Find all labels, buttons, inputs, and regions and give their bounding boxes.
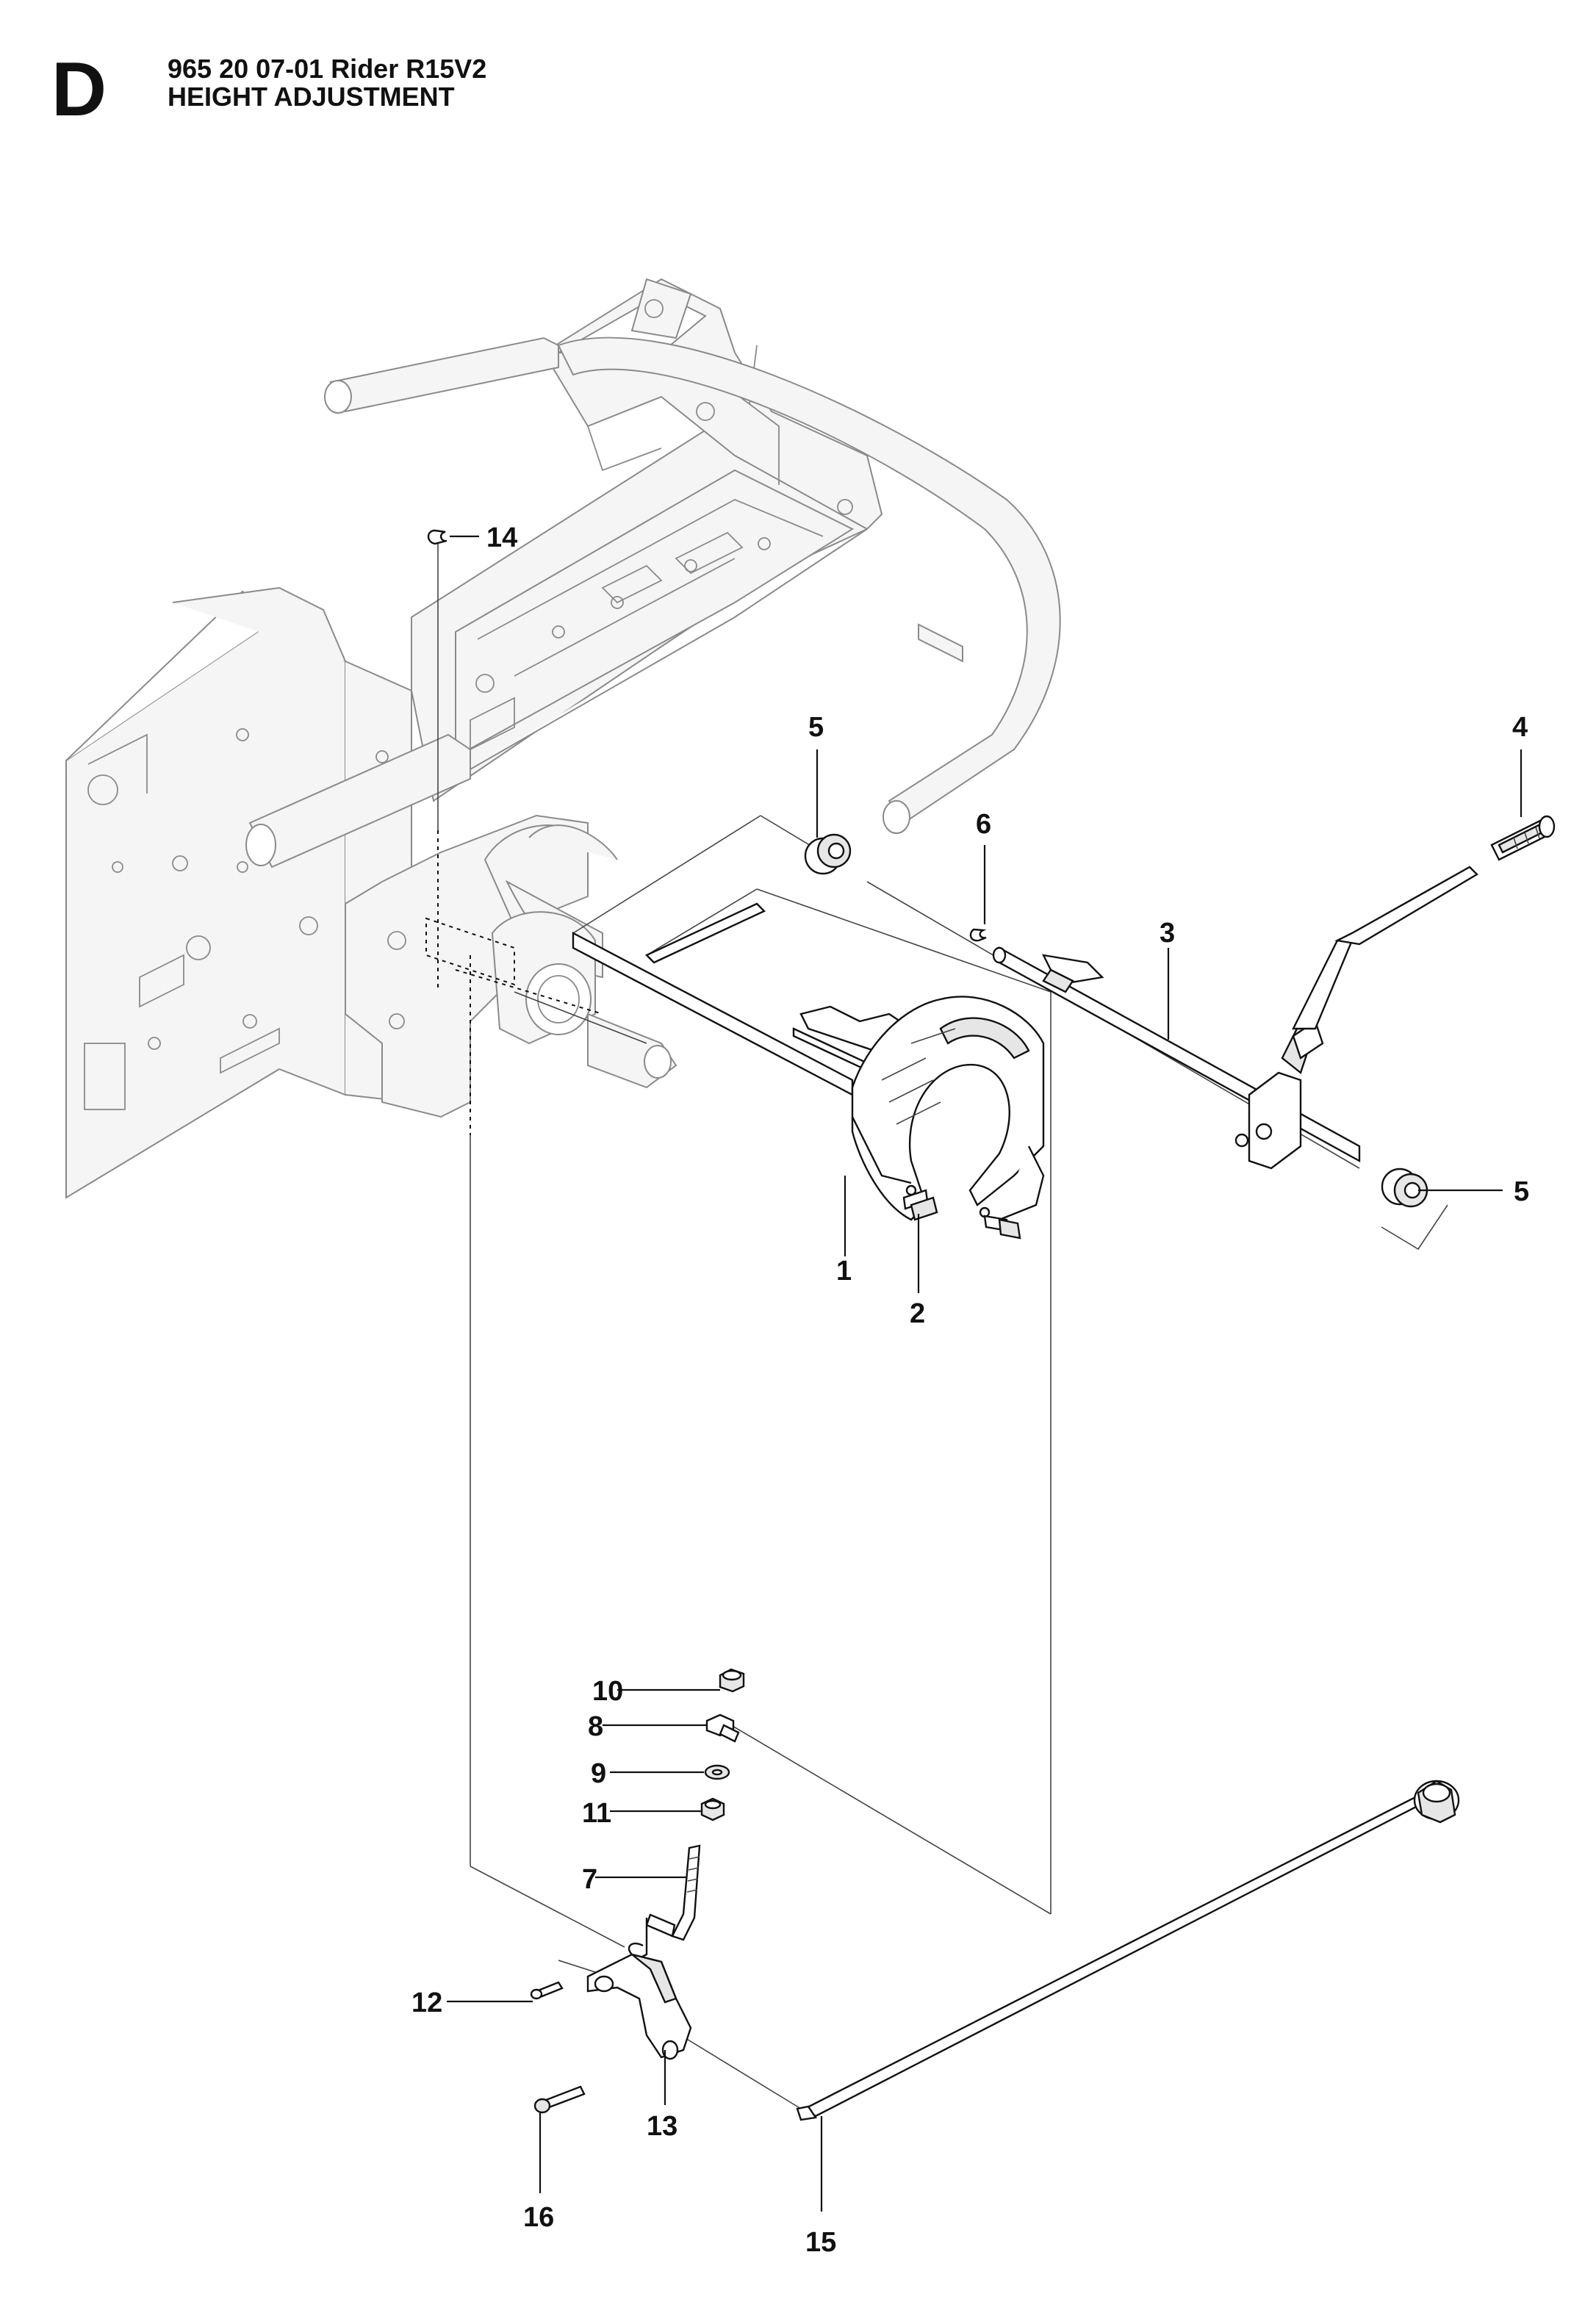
callout-labels: 14 5 4 6 3 5 1 2 10 8 9 11 7 12 13 16 15 (411, 522, 1529, 2258)
callout-10: 10 (592, 1676, 623, 1707)
part-5-bushing-bottom (1381, 1168, 1428, 1208)
callout-3: 3 (1160, 918, 1175, 949)
part-4-grip (1490, 815, 1556, 861)
leader-lines (447, 535, 1523, 2212)
callout-1: 1 (836, 1256, 852, 1287)
callout-5-bottom: 5 (1514, 1176, 1529, 1207)
callout-8: 8 (588, 1711, 603, 1742)
callout-4: 4 (1512, 712, 1528, 743)
callout-7: 7 (582, 1864, 597, 1895)
callout-12: 12 (411, 1988, 442, 2018)
part-1-shaft-plate (572, 902, 1045, 1221)
part-5-bushing-top (804, 833, 852, 875)
callout-13: 13 (647, 2111, 677, 2142)
callout-15: 15 (805, 2227, 836, 2258)
callout-6: 6 (976, 809, 991, 840)
callout-11: 11 (582, 1798, 611, 1829)
callout-14: 14 (486, 522, 517, 553)
part-2-screws (902, 1189, 1021, 1240)
chassis-frame (65, 278, 1061, 1199)
callout-9: 9 (591, 1758, 606, 1789)
assembly-lines (425, 533, 1448, 2109)
callout-16: 16 (523, 2202, 554, 2233)
part-7-threaded-rod (645, 1844, 701, 1941)
part-15-rod (796, 1780, 1460, 2121)
diagram-title: HEIGHT ADJUSTMENT (168, 82, 455, 112)
part-14-clip (427, 529, 447, 545)
part-6-clip (969, 928, 987, 942)
part-16-pin (533, 2085, 586, 2114)
part-12-cotter-pin (530, 1981, 564, 2000)
diagram-header: D 965 20 07-01 Rider R15V2 HEIGHT ADJUST… (51, 51, 713, 140)
callout-2: 2 (910, 1298, 925, 1329)
part-11-nut (700, 1797, 725, 1821)
pivot-bracket (245, 733, 677, 1118)
part-8-pin (705, 1713, 740, 1743)
callout-5-top: 5 (808, 712, 824, 743)
part-13-bracket (586, 1918, 692, 2060)
part-9-washer (704, 1764, 730, 1780)
part-number-line: 965 20 07-01 Rider R15V2 (168, 54, 487, 84)
part-3-lever-shaft (992, 866, 1478, 1170)
section-letter: D (51, 47, 107, 132)
part-10-nut (719, 1668, 745, 1693)
